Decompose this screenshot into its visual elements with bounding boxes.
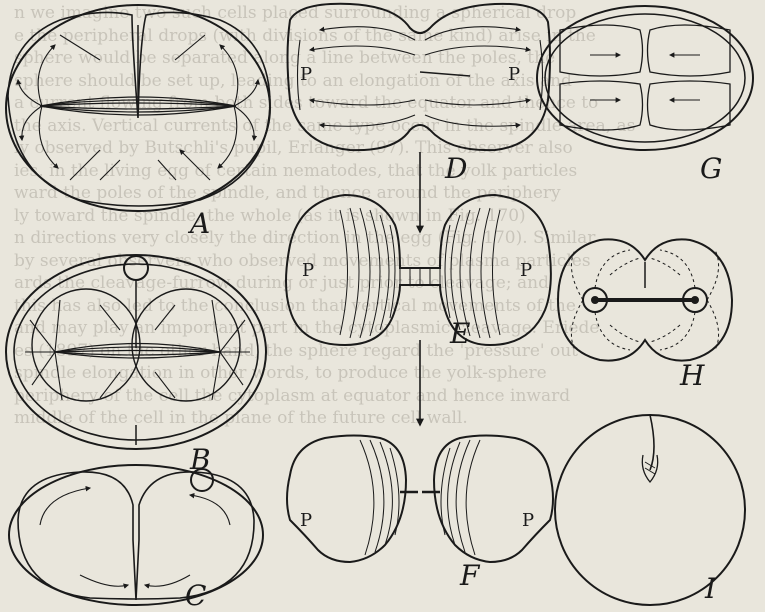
label-b: B (190, 446, 211, 474)
pole-label-d-left: P (300, 64, 312, 85)
cell-e (286, 195, 551, 345)
label-i: I (705, 575, 716, 603)
cell-f (287, 436, 553, 563)
label-f: F (460, 562, 479, 590)
pole-label-e-right: P (520, 260, 532, 281)
label-d: D (445, 155, 467, 183)
label-c: C (185, 582, 206, 610)
pole-label-d-right: P (508, 64, 520, 85)
label-a: A (190, 210, 210, 238)
cell-h (558, 239, 732, 360)
pole-label-f-right: P (522, 510, 534, 531)
cell-a (6, 5, 270, 211)
cell-g (537, 6, 753, 150)
cell-b (6, 255, 266, 449)
pole-label-e-left: P (302, 260, 314, 281)
cell-i (555, 415, 745, 605)
cell-c (9, 465, 263, 605)
pole-label-f-left: P (300, 510, 312, 531)
label-g: G (700, 155, 722, 183)
label-h: H (680, 362, 704, 390)
label-e: E (450, 320, 470, 348)
